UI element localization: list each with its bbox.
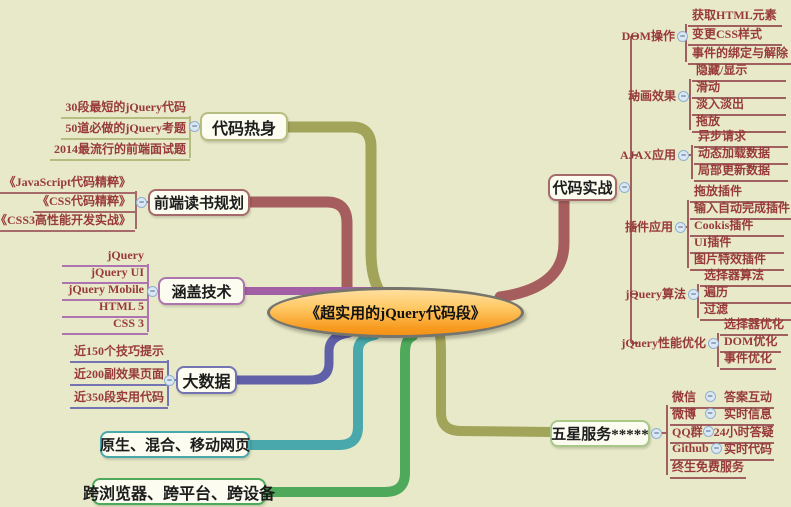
collapse-icon[interactable]: − <box>677 31 688 42</box>
group-label-performance[interactable]: jQuery性能优化 <box>621 336 706 350</box>
topic-native-hybrid[interactable]: 原生、混合、移动网页 <box>100 431 250 458</box>
central-topic-label: 《超实用的jQuery代码段》 <box>305 306 486 322</box>
collapse-icon[interactable]: − <box>678 91 689 102</box>
service-row-lifetime[interactable]: 终生免费服务 <box>670 458 747 479</box>
group-label-animation[interactable]: 动画效果 <box>627 89 676 103</box>
subtopic-label[interactable]: CSS 3 <box>62 316 148 335</box>
topic-cross-platform[interactable]: 跨浏览器、跨平台、跨设备 <box>83 478 275 505</box>
subtopic-label[interactable]: Cookis插件 <box>690 218 784 237</box>
collapse-icon[interactable]: − <box>704 408 716 419</box>
subtopic-label[interactable]: 淡入淡出 <box>692 97 786 116</box>
topic-big-data[interactable]: 大数据 <box>176 366 237 394</box>
bracket-service <box>651 405 668 475</box>
service-channel-label[interactable]: Github <box>672 441 709 455</box>
collapse-icon[interactable]: − <box>675 222 686 233</box>
group-label-algorithms[interactable]: jQuery算法 <box>625 287 686 301</box>
collapse-icon[interactable]: − <box>136 197 147 208</box>
topic-label: 五星服务***** <box>551 427 649 443</box>
subtopic-label[interactable]: 输入自动完成插件 <box>690 201 791 220</box>
service-row-wechat[interactable]: 微信 − 答案互动 <box>670 388 774 409</box>
subtopic-label[interactable]: jQuery Mobile <box>62 282 148 301</box>
subtopic-label[interactable]: 隐藏/显示 <box>692 63 786 82</box>
service-row-qq[interactable]: QQ群 − 24小时答疑 <box>670 423 774 444</box>
topic-technologies[interactable]: 涵盖技术 <box>158 277 245 305</box>
topic-five-star-service[interactable]: 五星服务***** <box>550 420 650 447</box>
group-label-plugins[interactable]: 插件应用 <box>624 220 673 234</box>
topic-code-warmup[interactable]: 代码热身 <box>200 112 288 141</box>
subtopic-label[interactable]: 拖放 <box>692 114 786 133</box>
subtopic-label[interactable]: 过滤 <box>700 302 791 321</box>
subtopic-label[interactable]: UI插件 <box>690 235 784 254</box>
service-row-weibo[interactable]: 微博 − 实时信息 <box>670 405 774 426</box>
topic-label: 代码热身 <box>211 120 276 138</box>
service-channel-label[interactable]: 微信 <box>672 390 697 404</box>
service-channel-label[interactable]: QQ群 <box>672 425 703 439</box>
subtopic-label[interactable]: DOM优化 <box>720 334 782 353</box>
subtopic-label[interactable]: 遍历 <box>700 285 791 304</box>
collapse-icon[interactable]: − <box>688 289 699 300</box>
collapse-icon[interactable]: − <box>147 286 158 297</box>
branch-line-native-hybrid <box>245 330 380 450</box>
subtopic-label[interactable]: 局部更新数据 <box>694 163 788 182</box>
subtopic-label[interactable]: 异步请求 <box>694 129 788 148</box>
subtopic-label[interactable]: 动态加载数据 <box>694 146 788 165</box>
topic-label: 原生、混合、移动网页 <box>100 438 251 454</box>
subtopic-label[interactable]: 选择器优化 <box>720 317 789 336</box>
subtopic-label[interactable]: 《CSS3高性能开发实战》 <box>0 213 135 232</box>
subtopic-label[interactable]: 近350段实用代码 <box>69 390 168 409</box>
subtopic-label[interactable]: 滑动 <box>692 80 786 99</box>
collapse-icon[interactable]: − <box>651 428 662 439</box>
collapse-icon[interactable]: − <box>710 443 722 454</box>
service-detail-label[interactable]: 答案互动 <box>723 390 772 404</box>
subtopic-label[interactable]: 图片特效插件 <box>690 252 784 271</box>
subtopic-label[interactable]: 30段最短的jQuery代码 <box>61 100 190 119</box>
service-detail-label[interactable]: 实时信息 <box>723 407 772 421</box>
topic-code-practice[interactable]: 代码实战 <box>548 174 617 201</box>
service-detail-label[interactable]: 实时代码 <box>723 442 772 456</box>
topic-label: 涵盖技术 <box>171 284 232 301</box>
service-detail-label[interactable]: 24小时答疑 <box>713 425 774 439</box>
topic-label: 代码实战 <box>552 181 613 197</box>
subtopic-label[interactable]: 事件的绑定与解除 <box>688 46 791 65</box>
subtopic-label[interactable]: 2014最流行的前端面试题 <box>49 142 190 161</box>
collapse-icon[interactable]: − <box>702 426 714 437</box>
topic-reading-plan[interactable]: 前端读书规划 <box>148 189 250 216</box>
branch-line-service <box>433 326 556 437</box>
service-channel-label[interactable]: 终生免费服务 <box>672 460 745 474</box>
subtopic-label[interactable]: 拖放插件 <box>690 184 784 203</box>
topic-label: 大数据 <box>182 374 231 391</box>
subtopic-label[interactable]: 获取HTML元素 <box>688 8 782 27</box>
branch-line-cross-platform <box>259 331 418 497</box>
collapse-icon[interactable]: − <box>189 121 200 132</box>
subtopic-label[interactable]: 《JavaScript代码精粹》 <box>0 175 135 194</box>
collapse-icon[interactable]: − <box>678 150 689 161</box>
central-topic[interactable]: 《超实用的jQuery代码段》 <box>267 287 524 338</box>
service-channel-label[interactable]: 微博 <box>672 407 697 421</box>
subtopic-label[interactable]: 变更CSS样式 <box>688 27 782 46</box>
brackets-code-practice-children <box>685 24 719 367</box>
collapse-icon[interactable]: − <box>164 375 175 386</box>
subtopic-label[interactable]: 近150个技巧提示 <box>69 344 168 363</box>
collapse-icon[interactable]: − <box>708 338 719 349</box>
group-label-dom[interactable]: DOM操作 <box>621 29 675 43</box>
branch-line-code-practice <box>494 195 570 303</box>
subtopic-label[interactable]: HTML 5 <box>62 299 148 318</box>
topic-label: 跨浏览器、跨平台、跨设备 <box>83 485 276 503</box>
branch-line-big-data <box>231 328 354 385</box>
service-row-github[interactable]: Github − 实时代码 <box>670 440 774 461</box>
topic-label: 前端读书规划 <box>153 196 244 212</box>
subtopic-label[interactable]: jQuery UI <box>62 265 148 284</box>
subtopic-label[interactable]: 《CSS代码精粹》 <box>32 194 135 213</box>
subtopic-label[interactable]: 50道必做的jQuery考题 <box>61 121 190 140</box>
subtopic-label[interactable]: 事件优化 <box>720 351 777 370</box>
subtopic-label[interactable]: 近200副效果页面 <box>69 367 168 386</box>
group-label-ajax[interactable]: AJAX应用 <box>620 148 676 162</box>
subtopic-label[interactable]: 选择器算法 <box>700 268 791 287</box>
subtopic-label[interactable]: jQuery <box>62 248 148 267</box>
collapse-icon[interactable]: − <box>619 182 630 193</box>
collapse-icon[interactable]: − <box>704 391 716 402</box>
